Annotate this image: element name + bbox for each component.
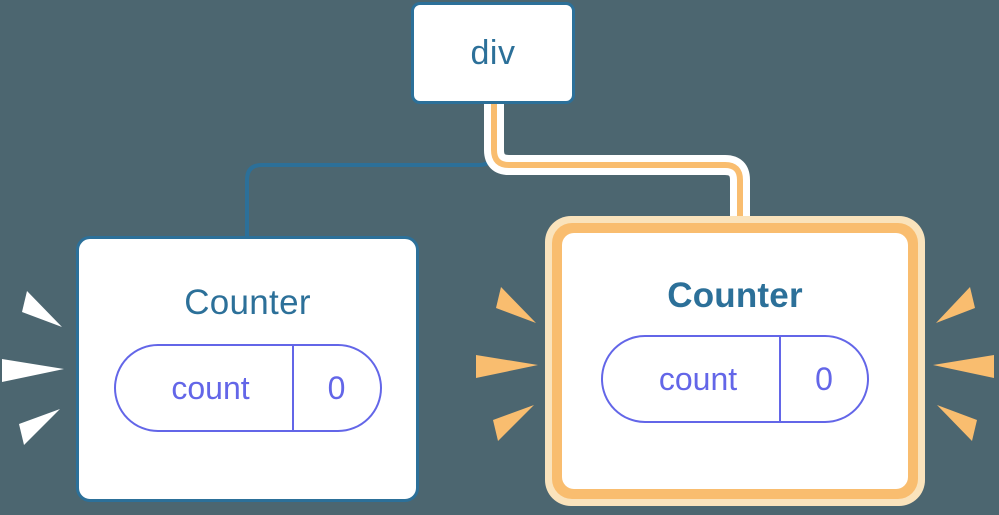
burst-counter-right-east <box>933 287 994 441</box>
state-value: 0 <box>291 346 380 430</box>
node-counter-right-ring: Counter count 0 <box>552 223 918 499</box>
burst-ray <box>496 287 536 323</box>
burst-ray <box>937 405 977 441</box>
burst-counter-left <box>2 291 64 445</box>
node-div[interactable]: div <box>411 2 575 104</box>
edge-div-to-counter-left <box>245 102 496 238</box>
burst-ray <box>936 287 975 323</box>
burst-counter-right-west <box>476 287 538 441</box>
state-key: count <box>171 370 250 406</box>
burst-ray <box>22 291 62 327</box>
edge-div-to-counter-right <box>491 104 743 222</box>
state-value: 0 <box>779 337 867 421</box>
state-key: count <box>658 361 738 397</box>
state-pill-counter-left: count 0 <box>113 344 382 432</box>
burst-ray <box>19 409 60 445</box>
node-counter-right[interactable]: Counter count 0 <box>562 233 908 489</box>
node-counter-right-label: Counter <box>667 276 803 315</box>
node-counter-left[interactable]: Counter count 0 <box>76 236 419 502</box>
burst-ray <box>2 359 64 382</box>
burst-ray <box>933 355 994 378</box>
node-counter-left-label: Counter <box>184 283 311 322</box>
state-pill-counter-right: count 0 <box>601 335 869 423</box>
node-counter-right-highlight[interactable]: Counter count 0 <box>545 216 925 506</box>
burst-ray <box>476 355 538 378</box>
burst-ray <box>493 405 534 441</box>
node-div-label: div <box>470 34 516 72</box>
